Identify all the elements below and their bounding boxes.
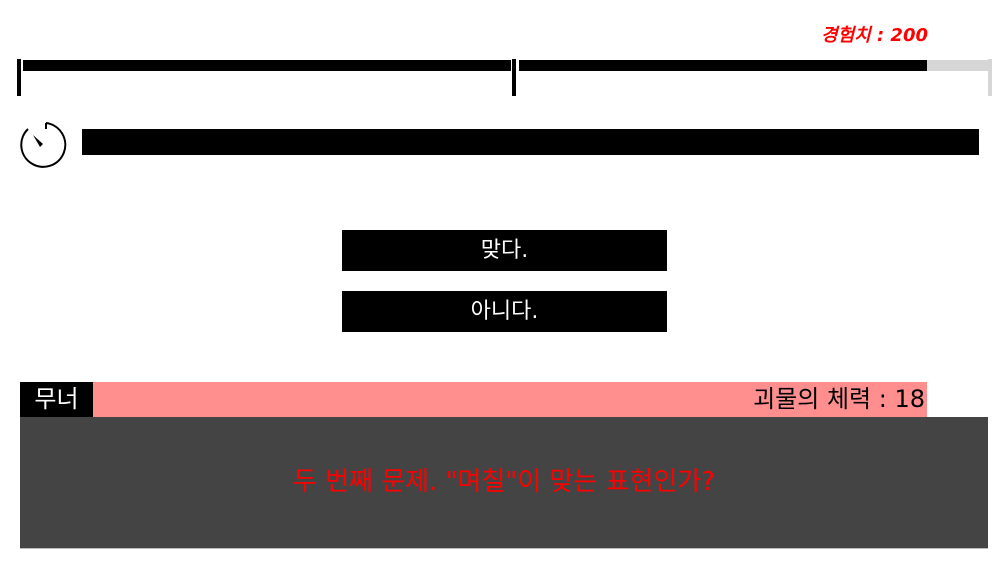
status-bar: 무너 괴물의 체력 : 18 xyxy=(20,382,927,417)
timer-bar xyxy=(82,129,979,155)
exp-segment-1 xyxy=(23,60,511,71)
exp-segment-2 xyxy=(519,60,988,71)
dialog-box: 두 번째 문제. "며칠"이 맞는 표현인가? xyxy=(20,417,988,549)
exp-segment-1-fill xyxy=(23,60,511,71)
exp-tick-mid xyxy=(512,59,516,96)
question-text: 두 번째 문제. "며칠"이 맞는 표현인가? xyxy=(292,467,716,497)
answer-no-button[interactable]: 아니다. xyxy=(342,291,667,332)
exp-tick-end xyxy=(988,59,992,96)
exp-segment-2-fill xyxy=(519,60,928,71)
monster-hp: 괴물의 체력 : 18 xyxy=(753,385,925,413)
experience-label: 경험치 : 200 xyxy=(821,25,928,46)
answer-yes-button[interactable]: 맞다. xyxy=(342,230,667,271)
exp-tick-start xyxy=(17,59,21,96)
player-name: 무너 xyxy=(20,382,93,417)
stopwatch-icon xyxy=(20,122,67,168)
